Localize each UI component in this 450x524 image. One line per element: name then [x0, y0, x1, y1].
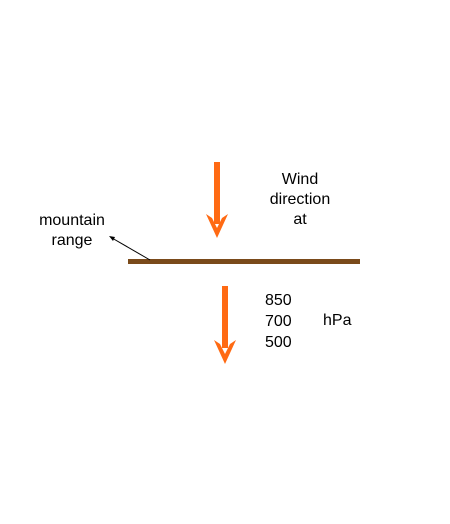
mountain-label-line1: mountain — [39, 212, 105, 229]
wind-label-line3: at — [293, 211, 307, 228]
mountain-range-label: mountain range — [30, 211, 114, 251]
wind-label-line1: Wind — [281, 171, 319, 188]
mountain-label-line2: range — [51, 232, 93, 249]
mountain-range-line — [128, 259, 360, 264]
level-850: 850 — [265, 292, 292, 309]
wind-direction-label: Wind direction at — [258, 170, 342, 230]
wind-label-line2: direction — [269, 191, 331, 208]
pressure-levels: 850 700 500 — [265, 290, 305, 353]
level-500: 500 — [265, 334, 292, 351]
upper-arrow-shaft — [214, 162, 220, 224]
upper-arrow-head — [206, 214, 228, 238]
upper-wind-arrow — [206, 162, 228, 238]
pointer-line — [111, 237, 151, 261]
lower-arrow-head — [214, 340, 236, 364]
lower-wind-arrow — [214, 286, 236, 364]
pointer-tip — [109, 236, 115, 241]
pressure-unit: hPa — [323, 312, 352, 329]
level-700: 700 — [265, 313, 292, 330]
lower-arrow-shaft — [222, 286, 228, 348]
mountain-pointer — [109, 236, 151, 261]
